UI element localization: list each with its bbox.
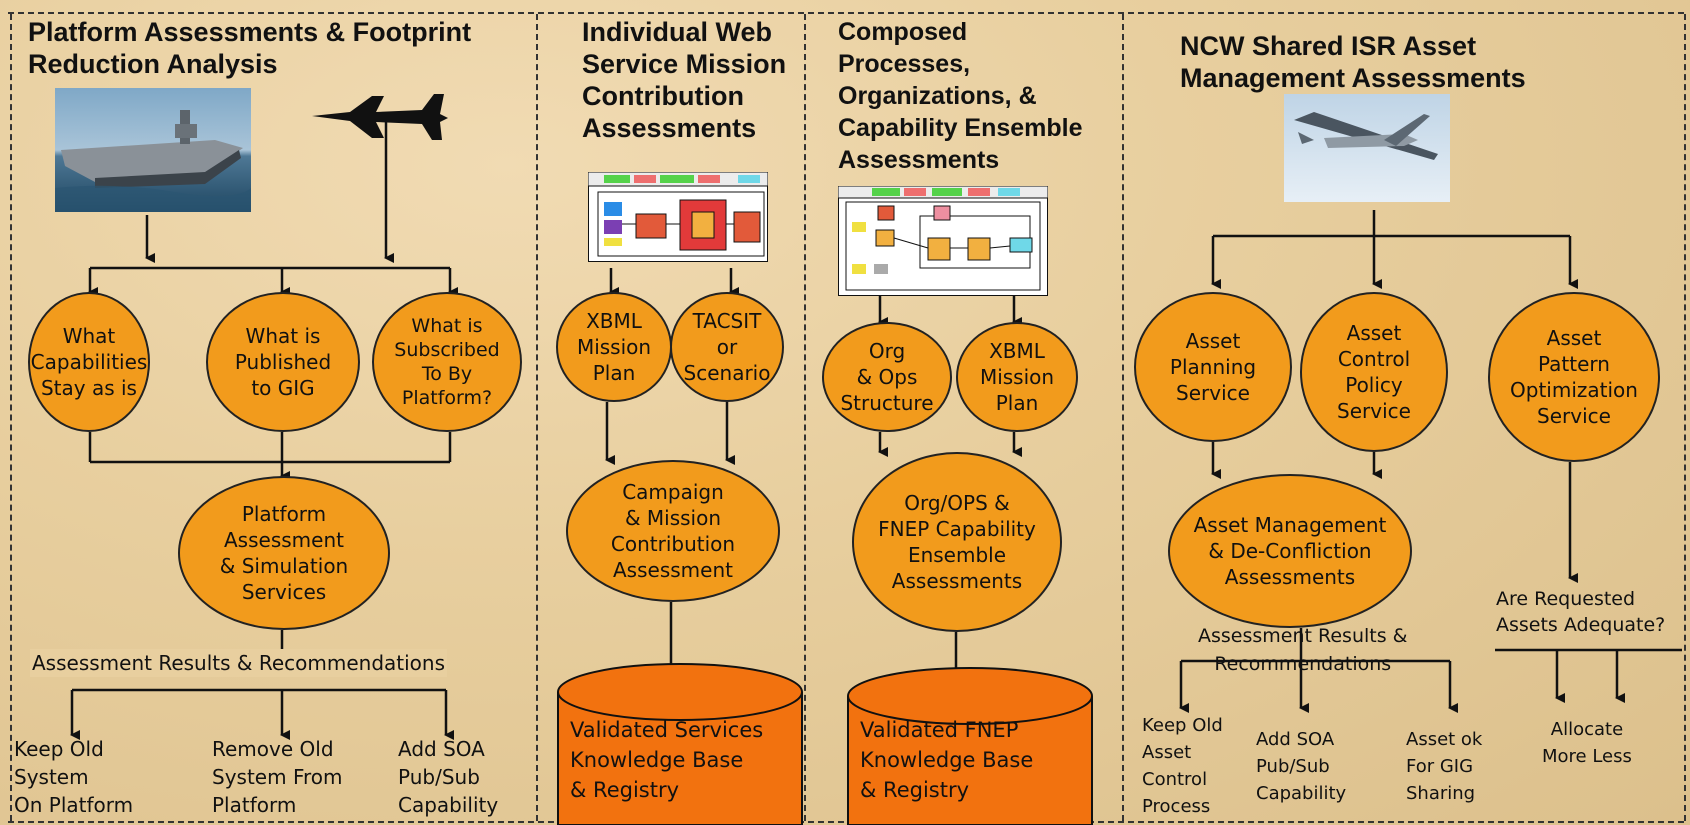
p4-outcome-keep-old-asset: Keep Old Asset Control Process	[1142, 715, 1223, 817]
p4-outcome-add-soa: Add SOA Pub/Sub Capability	[1256, 729, 1347, 804]
node-what-is-published: What is Published to GIG	[206, 292, 360, 432]
node-asset-pattern-optimization-service: Asset Pattern Optimization Service	[1488, 292, 1660, 462]
bottom-dashed-border	[8, 821, 1684, 823]
node-xbml-mission-plan-p2: XBML Mission Plan	[556, 292, 672, 402]
node-what-is-subscribed: What is Subscribed To By Platform?	[372, 292, 522, 432]
p1-outcome-remove-old-system: Remove Old System From Platform	[212, 737, 343, 817]
node-platform-assessment: Platform Assessment & Simulation Service…	[178, 476, 390, 630]
panel-divider-right	[1684, 14, 1686, 821]
panel-divider-2	[804, 14, 806, 821]
uav-drone-image	[1284, 94, 1450, 202]
panel1-title: Platform Assessments & Footprint Reducti…	[28, 17, 472, 79]
top-dashed-border	[8, 12, 1684, 14]
panel3-title: Composed Processes, Organizations, & Cap…	[838, 18, 1083, 174]
p1-assessment-results-label: Assessment Results & Recommendations	[30, 649, 448, 677]
web-service-workflow-thumbnail	[588, 172, 768, 262]
p4-outcome-asset-ok: Asset ok For GIG Sharing	[1406, 729, 1483, 804]
aircraft-carrier-image	[55, 88, 251, 212]
node-org-ops-structure: Org & Ops Structure	[822, 322, 952, 432]
node-what-capabilities-stay: What Capabilities Stay as is	[28, 292, 150, 432]
p4-outcome-allocate: Allocate More Less	[1542, 719, 1632, 767]
node-asset-planning-service: Asset Planning Service	[1134, 292, 1292, 442]
panel4-title: NCW Shared ISR Asset Management Assessme…	[1180, 31, 1526, 93]
node-asset-control-policy-service: Asset Control Policy Service	[1300, 292, 1448, 452]
p4-assessment-results-label: Assessment Results & Recommendations	[1198, 625, 1408, 675]
composed-process-thumbnail	[838, 186, 1048, 296]
node-asset-management-deconfliction: Asset Management & De-Confliction Assess…	[1168, 474, 1412, 628]
node-campaign-mission-assessment: Campaign & Mission Contribution Assessme…	[566, 460, 780, 602]
node-tacsit-or-scenario: TACSIT or Scenario	[670, 292, 784, 402]
node-xbml-mission-plan-p3: XBML Mission Plan	[956, 322, 1078, 432]
p4-assets-adequate-question: Are Requested Assets Adequate?	[1496, 588, 1666, 636]
panel2-title: Individual Web Service Mission Contribut…	[582, 17, 787, 143]
node-fnep-capability-assessment: Org/OPS & FNEP Capability Ensemble Asses…	[852, 452, 1062, 632]
validated-services-database	[557, 663, 803, 825]
p1-outcome-keep-old-system: Keep Old System On Platform	[14, 737, 134, 817]
panel-divider-left	[10, 14, 12, 821]
p1-outcome-add-soa: Add SOA Pub/Sub Capability	[398, 737, 499, 817]
validated-fnep-database-label: Validated FNEP Knowledge Base & Registry	[860, 718, 1034, 802]
fighter-jet-icon	[312, 94, 448, 140]
panel-divider-3	[1122, 14, 1124, 821]
panel-divider-1	[536, 14, 538, 821]
validated-fnep-database	[847, 667, 1093, 825]
validated-services-database-label: Validated Services Knowledge Base & Regi…	[570, 718, 764, 802]
